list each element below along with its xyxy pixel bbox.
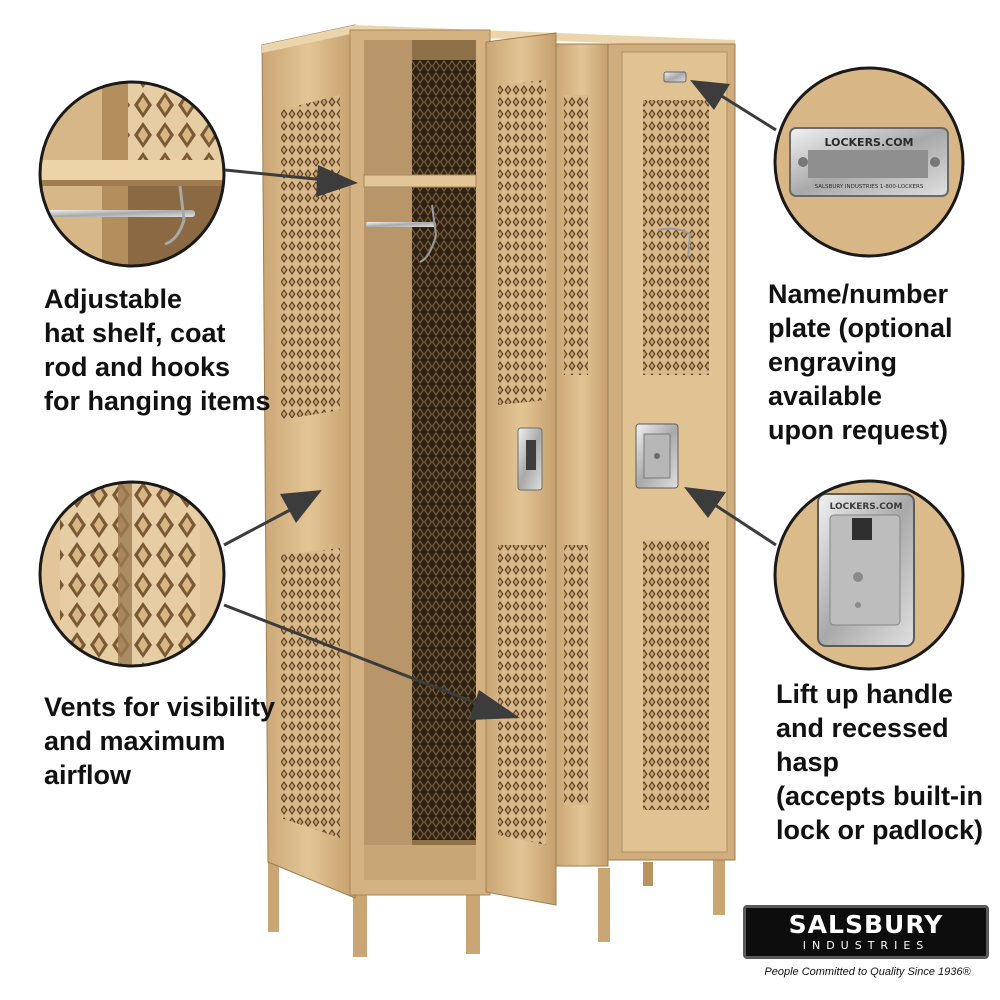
interior-back-mesh: [412, 60, 476, 840]
middle-vent-lower: [564, 545, 588, 805]
plate-bottom-text: SALSBURY INDUSTRIES 1-800-LOCKERS: [815, 184, 924, 190]
callout-arrows: [223, 80, 777, 720]
locker-bank: [261, 24, 736, 957]
vent-arrow-lower: [223, 603, 520, 720]
shelf-arrow: [224, 165, 358, 197]
vent-arrow-upper: [223, 490, 322, 547]
hat-shelf: [363, 174, 477, 188]
callout-vents: Vents for visibility and maximum airflow: [44, 692, 276, 790]
plate-detail-circle: LOCKERS.COM SALSBURY INDUSTRIES 1-800-LO…: [773, 66, 965, 258]
logo-subtitle: INDUSTRIES: [802, 939, 930, 952]
door-vent-upper: [498, 80, 546, 405]
callout-shelf-hooks: Adjustable hat shelf, coat rod and hooks…: [44, 284, 271, 416]
callout-handle-hasp: Lift up handle and recessed hasp (accept…: [776, 679, 984, 845]
hasp-arrow: [684, 487, 777, 547]
vent-detail-circle: [38, 480, 226, 668]
door-vent-lower: [498, 545, 546, 845]
brand-tagline: People Committed to Quality Since 1936®: [764, 966, 971, 978]
logo-name: SALSBURY: [788, 910, 944, 939]
middle-vent-upper: [564, 95, 588, 375]
plate-top-text: LOCKERS.COM: [824, 136, 913, 149]
right-vent-upper: [643, 100, 709, 375]
side-vent-lower: [281, 548, 340, 838]
side-vent-upper: [281, 95, 340, 420]
name-plate: [663, 71, 687, 83]
salsbury-logo: SALSBURY INDUSTRIES: [743, 905, 989, 959]
right-vent-lower: [643, 540, 709, 810]
hasp-text: LOCKERS.COM: [830, 502, 903, 512]
coat-hook: [419, 204, 438, 263]
callout-name-plate: Name/number plate (optional engraving av…: [768, 279, 953, 445]
plate-arrow: [690, 80, 777, 132]
hasp-detail-circle: LOCKERS.COM: [773, 479, 965, 671]
coat-rod: [366, 222, 436, 227]
shelf-detail-circle: [38, 80, 226, 268]
locker-legs: [268, 855, 725, 957]
